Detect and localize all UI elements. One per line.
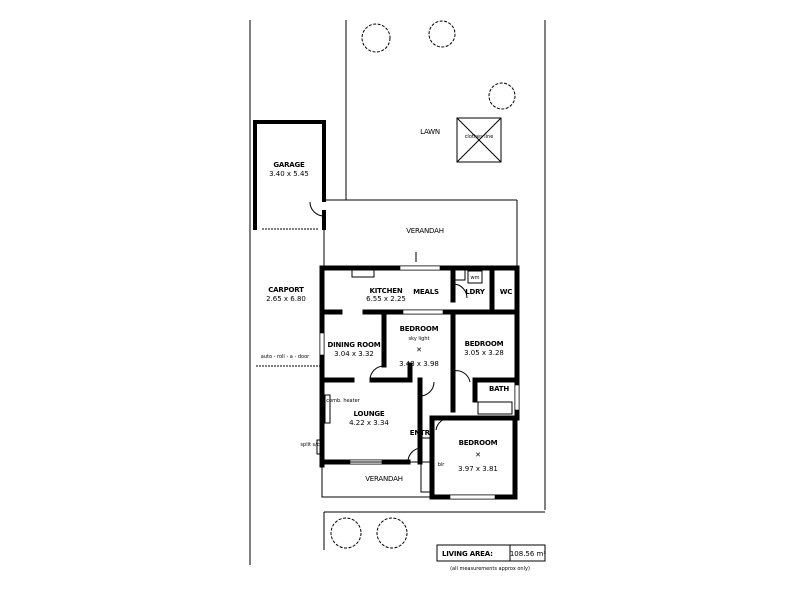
trough [454, 269, 466, 281]
svg-text:BEDROOM: BEDROOM [459, 439, 498, 447]
svg-text:(all measurements approx only): (all measurements approx only) [450, 566, 530, 572]
ceiling-fan-icon: ✕ [475, 451, 481, 459]
heater-icon [324, 394, 331, 424]
svg-text:3.05 x 3.28: 3.05 x 3.28 [464, 349, 504, 357]
rear-verandah-label: VERANDAH [406, 227, 444, 235]
clothes-line: clothes line [456, 117, 502, 163]
ceiling-fan-icon: ✕ [416, 346, 422, 354]
svg-text:108.56 m²: 108.56 m² [510, 550, 547, 558]
bathtub [477, 401, 513, 415]
svg-text:clothes line: clothes line [465, 134, 494, 140]
svg-text:MEALS: MEALS [413, 288, 439, 296]
svg-text:3.43 x 3.98: 3.43 x 3.98 [399, 360, 439, 368]
svg-text:KITCHEN: KITCHEN [369, 287, 402, 295]
svg-text:4.22 x 3.34: 4.22 x 3.34 [349, 419, 389, 427]
svg-text:ENTRY: ENTRY [410, 429, 436, 437]
svg-text:BEDROOM: BEDROOM [400, 325, 439, 333]
svg-text:BATH: BATH [489, 385, 509, 393]
tree-icon [330, 517, 362, 549]
svg-text:3.40 x 5.45: 3.40 x 5.45 [269, 170, 309, 178]
svg-text:split s/c: split s/c [300, 442, 319, 448]
tree-icon [376, 517, 408, 549]
site-boundaries [249, 20, 546, 565]
living-area-box: LIVING AREA: 108.56 m² (all measurements… [436, 544, 547, 572]
tree-icon [428, 20, 456, 48]
svg-text:GARAGE: GARAGE [273, 161, 305, 169]
svg-text:VERANDAH: VERANDAH [365, 475, 403, 483]
svg-text:sky light: sky light [409, 336, 430, 342]
roller-door-label: auto - roll - a - door [261, 354, 310, 360]
kitchen-sink [351, 269, 375, 278]
svg-text:LIVING AREA:: LIVING AREA: [442, 550, 493, 558]
lawn-label: LAWN [420, 128, 440, 136]
svg-text:WC: WC [500, 288, 513, 296]
carport-size: 2.65 x 6.80 [266, 295, 306, 303]
tree-icon [488, 82, 516, 110]
svg-text:bir: bir [438, 462, 446, 468]
svg-text:BEDROOM: BEDROOM [465, 340, 504, 348]
carport-label: CARPORT [268, 286, 304, 294]
garage: GARAGE 3.40 x 5.45 [253, 120, 326, 230]
svg-text:3.97 x 3.81: 3.97 x 3.81 [458, 465, 498, 473]
front-verandah [321, 461, 433, 498]
svg-text:comb. heater: comb. heater [326, 398, 360, 404]
built-in-robe [420, 437, 432, 493]
washing-machine [467, 270, 483, 284]
svg-text:LDRY: LDRY [465, 288, 486, 296]
svg-text:6.55 x 2.25: 6.55 x 2.25 [366, 295, 406, 303]
svg-text:DINING ROOM: DINING ROOM [328, 341, 381, 349]
svg-text:LOUNGE: LOUNGE [353, 410, 384, 418]
tree-icon [361, 23, 391, 53]
split-system-icon [316, 439, 323, 455]
trees [330, 20, 516, 549]
svg-text:wm: wm [471, 275, 480, 281]
svg-text:3.04 x 3.32: 3.04 x 3.32 [334, 350, 374, 358]
